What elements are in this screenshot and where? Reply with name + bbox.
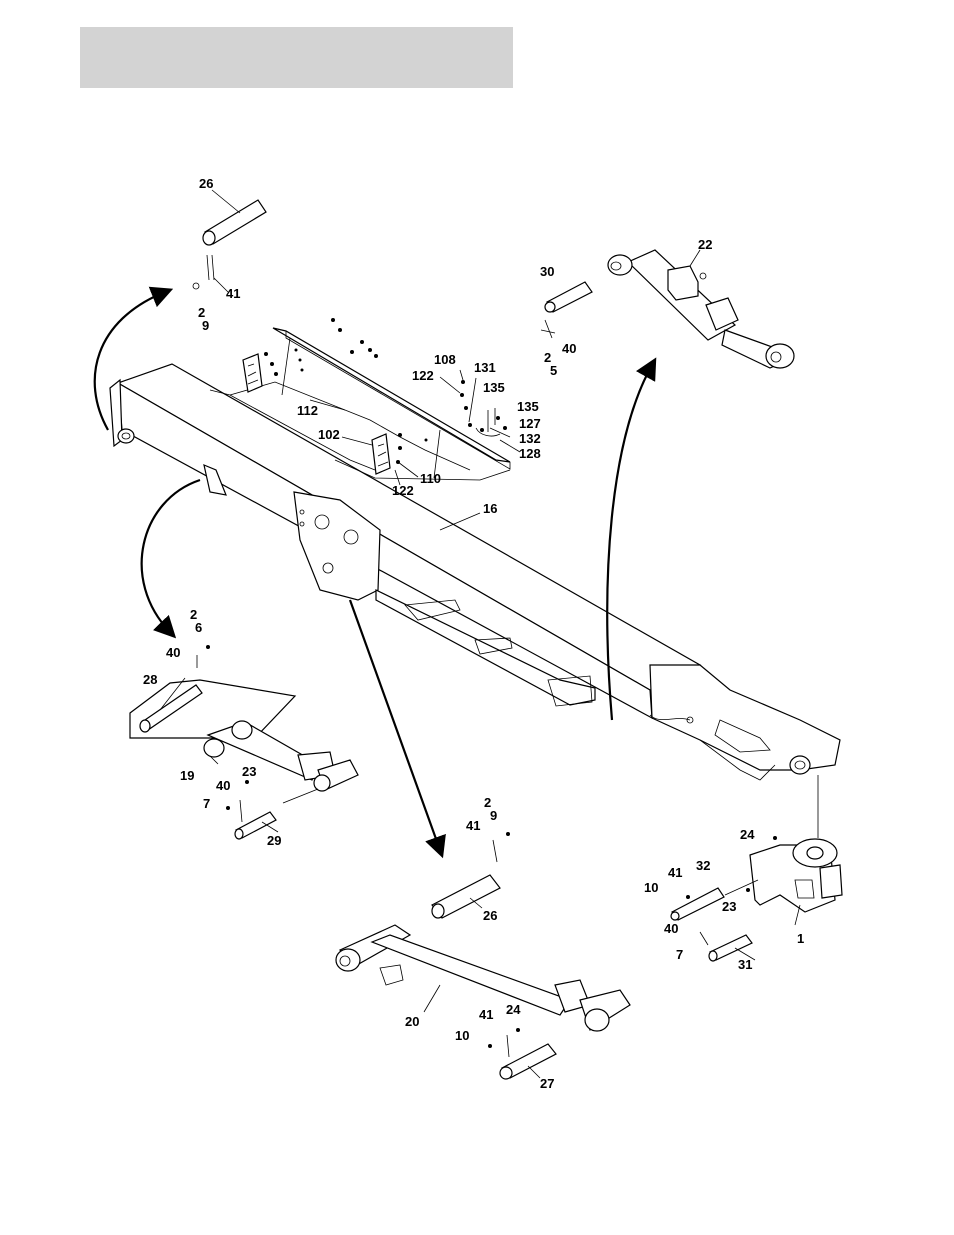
cylinder-20 xyxy=(336,832,630,1079)
callout-1: 1 xyxy=(797,931,804,946)
callout-29: 29 xyxy=(267,833,281,848)
callout-7: 7 xyxy=(203,796,210,811)
callout-135: 135 xyxy=(517,399,539,414)
callout-19: 19 xyxy=(180,768,194,783)
callout-31: 31 xyxy=(738,957,752,972)
cylinder-22 xyxy=(608,250,794,368)
callout-40: 40 xyxy=(562,341,576,356)
callout-127: 127 xyxy=(519,416,541,431)
pin-30 xyxy=(541,282,592,338)
pin-26-top xyxy=(193,200,266,289)
callout-41: 41 xyxy=(668,865,682,880)
callout-10: 10 xyxy=(455,1028,469,1043)
callout-26: 26 xyxy=(199,176,213,191)
callout-30: 30 xyxy=(540,264,554,279)
callout-23: 23 xyxy=(722,899,736,914)
callout-9: 9 xyxy=(202,318,209,333)
callout-23: 23 xyxy=(242,764,256,779)
callout-122: 122 xyxy=(392,483,414,498)
callout-24: 24 xyxy=(740,827,755,842)
callout-41: 41 xyxy=(226,286,240,301)
callout-128: 128 xyxy=(519,446,541,461)
callout-9: 9 xyxy=(490,808,497,823)
callout-16: 16 xyxy=(483,501,497,516)
callout-40: 40 xyxy=(216,778,230,793)
callout-122: 122 xyxy=(412,368,434,383)
callout-26: 26 xyxy=(483,908,497,923)
callout-27: 27 xyxy=(540,1076,554,1091)
callout-10: 10 xyxy=(644,880,658,895)
callout-5: 5 xyxy=(550,363,557,378)
callout-41: 41 xyxy=(466,818,480,833)
callout-7: 7 xyxy=(676,947,683,962)
callout-20: 20 xyxy=(405,1014,419,1029)
callout-41: 41 xyxy=(479,1007,493,1022)
callout-102: 102 xyxy=(318,427,340,442)
callout-28: 28 xyxy=(143,672,157,687)
callout-108: 108 xyxy=(434,352,456,367)
callout-131: 131 xyxy=(474,360,496,375)
callout-24: 24 xyxy=(506,1002,521,1017)
callout-135: 135 xyxy=(483,380,505,395)
cylinder-19 xyxy=(130,645,358,839)
callout-40: 40 xyxy=(166,645,180,660)
callout-132: 132 xyxy=(519,431,541,446)
callout-112: 112 xyxy=(297,403,318,418)
callout-110: 110 xyxy=(420,471,441,486)
callout-6: 6 xyxy=(195,620,202,635)
callout-32: 32 xyxy=(696,858,710,873)
callout-40: 40 xyxy=(664,921,678,936)
callout-22: 22 xyxy=(698,237,712,252)
